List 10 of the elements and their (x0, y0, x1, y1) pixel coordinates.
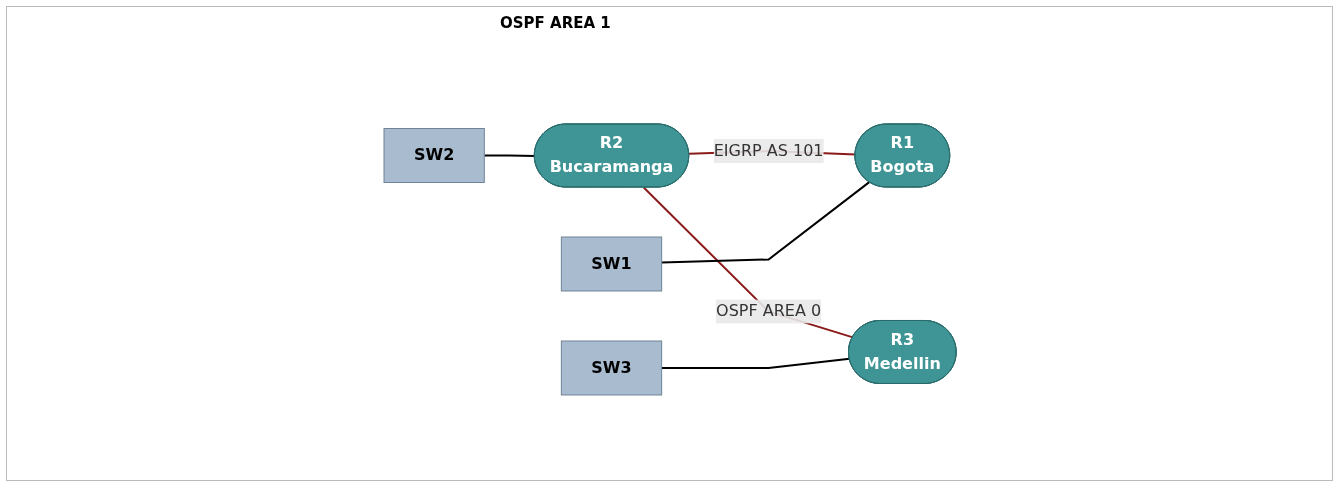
connector (642, 186, 854, 338)
node-box: SW2 (383, 127, 485, 183)
connector (483, 154, 536, 157)
edge-label: EIGRP AS 101 (713, 140, 824, 160)
node-box: SW3 (560, 340, 663, 395)
node-box: SW1 (560, 236, 663, 291)
area-label: OSPF AREA 1 (500, 14, 611, 32)
connector (660, 180, 871, 264)
edge-label: OSPF AREA 0 (715, 300, 822, 320)
connector (660, 357, 851, 369)
